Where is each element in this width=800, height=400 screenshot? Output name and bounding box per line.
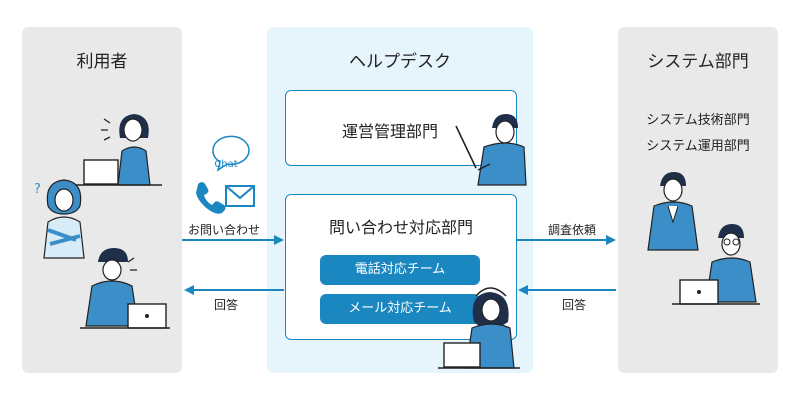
system-panel: システム部門 システム技術部門 システム運用部門	[618, 27, 778, 373]
inquiry-arrow-label: お問い合わせ	[188, 223, 261, 237]
operator-with-headset-illustration	[438, 287, 520, 369]
manager-with-pointer-illustration	[455, 114, 527, 186]
helpdesk-title: ヘルプデスク	[349, 52, 451, 72]
system-title: システム部門	[647, 52, 749, 72]
confused-woman-user-illustration: ?	[34, 179, 85, 259]
mgmt-box: 運営管理部門	[285, 90, 517, 166]
mail-team-badge: メール対応チーム	[320, 294, 480, 324]
stressed-man-user-illustration	[80, 248, 170, 329]
system-engineer-laptop-illustration	[672, 224, 760, 305]
phone-icon	[196, 182, 226, 214]
users-title: 利用者	[76, 52, 128, 72]
request-arrow-label: 調査依頼	[548, 223, 597, 237]
answer-right-label: 回答	[562, 298, 587, 312]
answer-left-label: 回答	[214, 298, 239, 312]
chat-label: Chat	[214, 159, 237, 170]
system-engineer-illustration	[647, 172, 699, 251]
mail-icon	[225, 185, 255, 207]
dept-system-tech: システム技術部門	[646, 113, 750, 128]
mgmt-title: 運営管理部門	[342, 122, 439, 141]
dept-system-ops: システム運用部門	[646, 139, 750, 154]
chat-bubble-icon: Chat	[212, 135, 250, 172]
question-mark-icon: ?	[34, 182, 41, 197]
inquiry-title: 問い合わせ対応部門	[328, 218, 473, 237]
phone-team-badge: 電話対応チーム	[320, 255, 480, 285]
worried-woman-user-illustration	[70, 114, 162, 186]
